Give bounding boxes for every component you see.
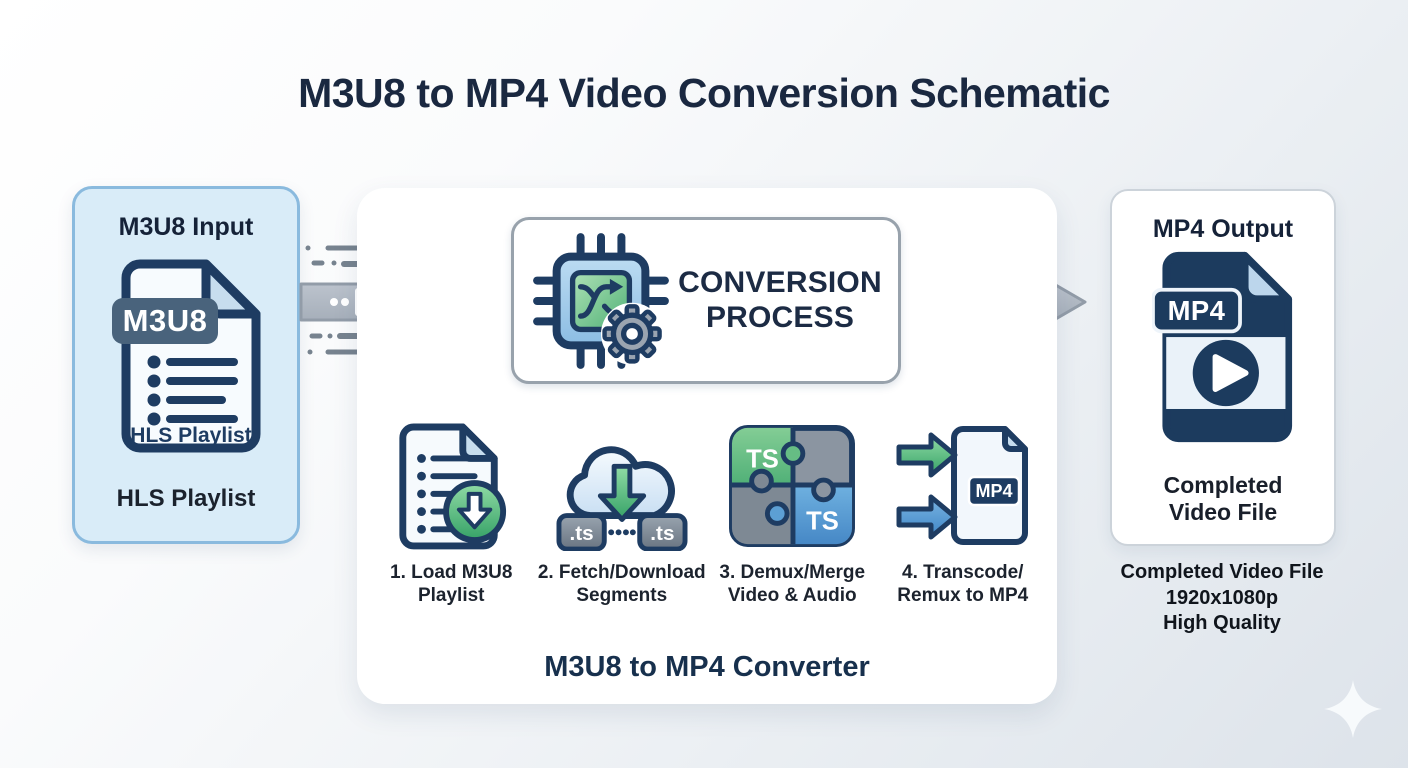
play-triangle-icon — [1212, 354, 1249, 392]
step-demux-merge: TS TS 3. Demux/Merge Video & Audio — [707, 418, 878, 607]
converter-caption: M3U8 to MP4 Converter — [544, 651, 870, 683]
sparkle-icon — [1324, 680, 1382, 738]
playlist-lines — [147, 355, 238, 426]
download-arrow-icon — [457, 491, 493, 530]
step-label: 3. Demux/Merge Video & Audio — [719, 562, 866, 607]
playlist-download-icon — [399, 423, 507, 550]
conversion-process-box: CONVERSION PROCESS — [511, 217, 901, 384]
cloud-download-segments-icon: .ts .ts — [556, 446, 688, 551]
conversion-title-line2: PROCESS — [705, 300, 855, 334]
m3u8-playlist-file-icon: M3U8 HLS Playlist — [112, 259, 261, 453]
output-detail-resolution: 1920x1080p — [1165, 586, 1279, 609]
page-title: M3U8 to MP4 Video Conversion Schematic — [298, 70, 1110, 116]
input-panel: M3U8 Input M3U8 HLS Playlist HLS Playlis… — [72, 186, 300, 544]
ts-piece-label: TS — [746, 445, 779, 473]
download-arrow-icon — [597, 463, 646, 522]
step-load-playlist: 1. Load M3U8 Playlist — [366, 418, 537, 607]
step-label: 4. Transcode/ Remux to MP4 — [897, 562, 1029, 607]
output-panel: MP4 Output MP4 Completed Video File — [1110, 189, 1336, 546]
conversion-title-line1: CONVERSION — [678, 266, 882, 299]
ts-badge-label: .ts — [650, 522, 674, 545]
blue-arrow-icon — [896, 494, 958, 540]
input-panel-title: M3U8 Input — [118, 213, 254, 241]
mp4-badge-label: MP4 — [1168, 295, 1226, 326]
converter-panel: CONVERSION PROCESS — [357, 188, 1057, 704]
step-label: 1. Load M3U8 Playlist — [390, 562, 513, 607]
output-detail-file: Completed Video File — [1120, 561, 1324, 583]
step-transcode-remux: MP4 4. Transcode/ Remux to MP4 — [878, 418, 1049, 607]
mp4-play-file-icon: MP4 — [1152, 251, 1293, 443]
step-label: 2. Fetch/Download Segments — [537, 562, 706, 607]
output-panel-title: MP4 Output — [1152, 215, 1294, 243]
puzzle-merge-icon: TS TS — [729, 424, 856, 548]
ts-badge-label: .ts — [569, 522, 593, 545]
playlist-doc-label: HLS Playlist — [130, 424, 251, 447]
chip-gear-icon — [533, 232, 669, 369]
output-detail-quality: High Quality — [1163, 612, 1281, 635]
gear-icon — [601, 302, 664, 365]
conversion-steps: 1. Load M3U8 Playlist .ts .ts — [366, 418, 1048, 607]
puzzle-knobs — [749, 441, 837, 526]
input-panel-caption: HLS Playlist — [116, 485, 256, 512]
mp4-badge-label: MP4 — [975, 481, 1012, 501]
conversion-process-title: CONVERSION PROCESS — [672, 266, 898, 335]
output-panel-caption: Completed Video File — [1163, 471, 1283, 525]
ts-piece-label: TS — [806, 507, 839, 535]
output-details: Completed Video File 1920x1080p High Qua… — [1082, 560, 1362, 637]
green-arrow-icon — [896, 432, 958, 478]
transcode-arrows-file-icon: MP4 — [896, 426, 1028, 545]
m3u8-badge-label: M3U8 — [123, 303, 208, 338]
dots — [607, 529, 636, 536]
step-fetch-segments: .ts .ts 2. Fetch/Download Segments — [537, 418, 708, 607]
